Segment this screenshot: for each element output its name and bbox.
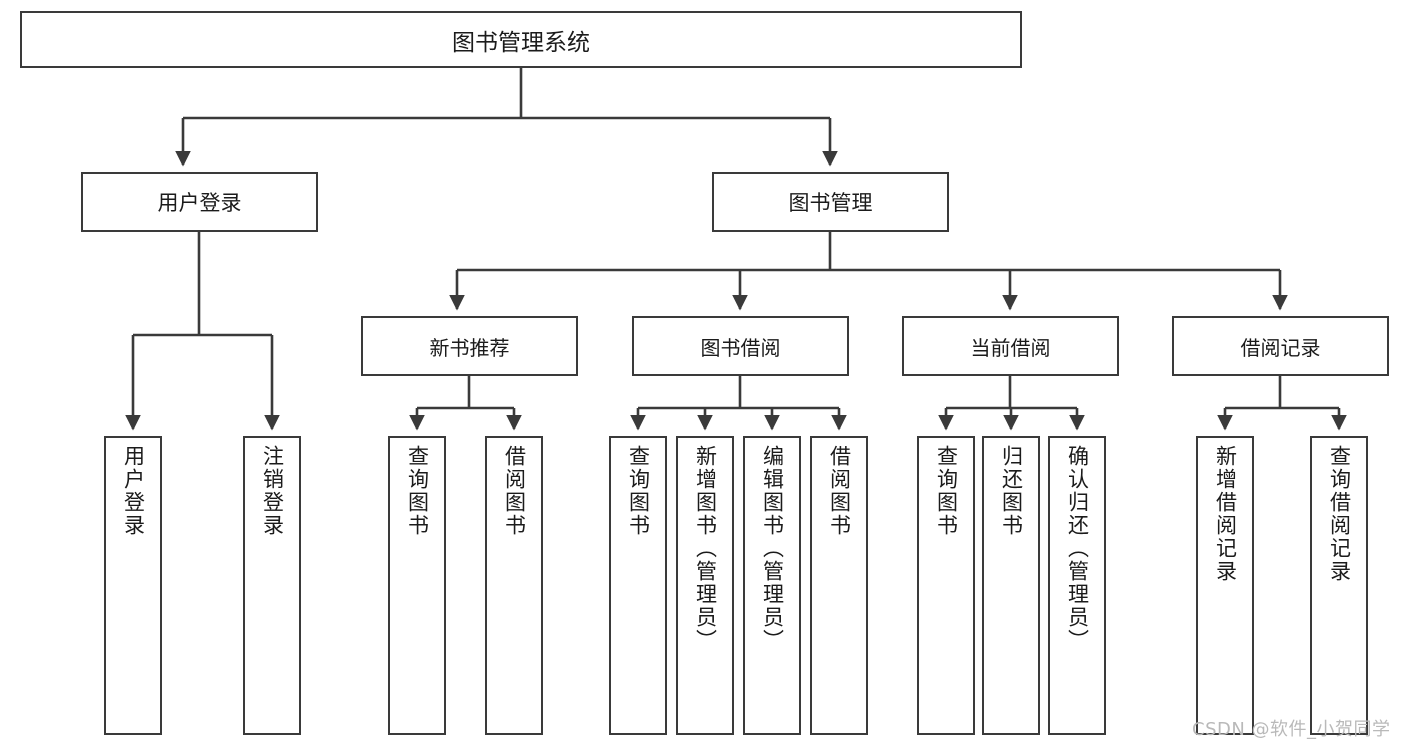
node-user-login[interactable]: 用户登录 [81, 172, 318, 232]
leaf-rec-borrow-book-label: 借阅图书 [502, 445, 527, 537]
leaf-borrow-borrow-book[interactable]: 借阅图书 [810, 436, 868, 735]
leaf-borrow-edit-book[interactable]: 编辑图书（管理员） [743, 436, 801, 735]
leaf-user-login[interactable]: 用户登录 [104, 436, 162, 735]
node-current-borrow[interactable]: 当前借阅 [902, 316, 1119, 376]
leaf-borrow-query-book[interactable]: 查询图书 [609, 436, 667, 735]
leaf-rec-add-record[interactable]: 新增借阅记录 [1196, 436, 1254, 735]
leaf-rec-add-record-label: 新增借阅记录 [1213, 445, 1238, 583]
node-user-login-label: 用户登录 [157, 191, 242, 215]
leaf-rec-query-record[interactable]: 查询借阅记录 [1310, 436, 1368, 735]
leaf-user-logout[interactable]: 注销登录 [243, 436, 301, 735]
node-root-label: 图书管理系统 [452, 29, 590, 56]
leaf-cur-confirm-return-label: 确认归还（管理员） [1065, 445, 1090, 652]
node-new-book-rec[interactable]: 新书推荐 [361, 316, 578, 376]
leaf-cur-query-book[interactable]: 查询图书 [917, 436, 975, 735]
leaf-rec-query-book[interactable]: 查询图书 [388, 436, 446, 735]
leaf-rec-query-book-label: 查询图书 [405, 445, 430, 537]
leaf-cur-query-book-label: 查询图书 [934, 445, 959, 537]
leaf-rec-borrow-book[interactable]: 借阅图书 [485, 436, 543, 735]
leaf-user-logout-label: 注销登录 [260, 445, 285, 537]
leaf-cur-return-book[interactable]: 归还图书 [982, 436, 1040, 735]
leaf-rec-query-record-label: 查询借阅记录 [1327, 445, 1352, 583]
node-root[interactable]: 图书管理系统 [20, 11, 1022, 68]
node-book-manage-label: 图书管理 [788, 191, 873, 215]
node-current-borrow-label: 当前借阅 [970, 335, 1051, 360]
leaf-user-login-label: 用户登录 [121, 445, 146, 537]
node-borrow-record[interactable]: 借阅记录 [1172, 316, 1389, 376]
node-book-manage[interactable]: 图书管理 [712, 172, 949, 232]
leaf-borrow-add-book[interactable]: 新增图书（管理员） [676, 436, 734, 735]
leaf-borrow-query-book-label: 查询图书 [626, 445, 651, 537]
leaf-borrow-edit-book-label: 编辑图书（管理员） [760, 445, 785, 652]
leaf-borrow-borrow-book-label: 借阅图书 [827, 445, 852, 537]
leaf-cur-return-book-label: 归还图书 [999, 445, 1024, 537]
node-borrow-record-label: 借阅记录 [1240, 335, 1321, 360]
leaf-borrow-add-book-label: 新增图书（管理员） [693, 445, 718, 652]
node-new-book-rec-label: 新书推荐 [429, 335, 510, 360]
node-book-borrow-label: 图书借阅 [700, 335, 781, 360]
node-book-borrow[interactable]: 图书借阅 [632, 316, 849, 376]
leaf-cur-confirm-return[interactable]: 确认归还（管理员） [1048, 436, 1106, 735]
